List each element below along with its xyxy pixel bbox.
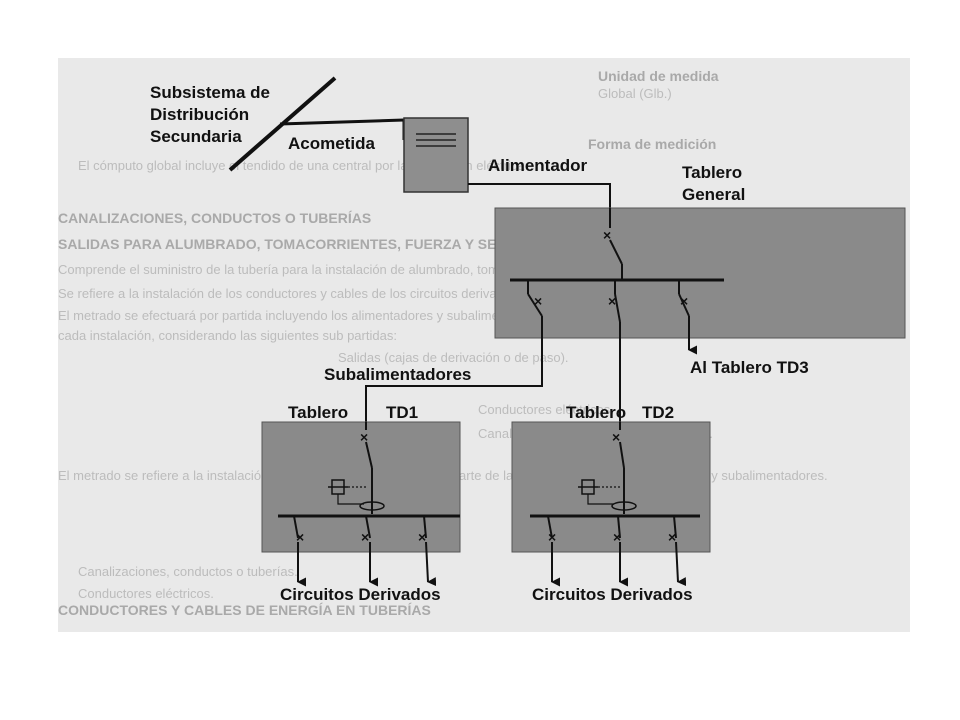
electrical-distribution-diagram: × × × × × × × [150,76,906,604]
label-alimentador: Alimentador [488,156,588,175]
label-td1-tablero: Tablero [288,403,348,422]
label-al-tablero-td3: Al Tablero TD3 [690,358,809,377]
svg-text:×: × [668,529,676,545]
background-text-line: Conductores eléctricos. [78,586,214,601]
background-text-line: SALIDAS PARA ALUMBRADO, TOMACORRIENTES, … [58,236,544,252]
svg-text:×: × [680,293,688,309]
svg-text:×: × [296,529,304,545]
label-acometida: Acometida [288,134,375,153]
background-text-line: CONDUCTORES Y CABLES DE ENERGÍA EN TUBER… [58,602,431,618]
alimentador-line [468,183,611,208]
background-text-line: El metrado se efectuará por partida incl… [58,308,568,323]
svg-text:×: × [603,227,611,243]
subalimentador-td1 [365,338,543,422]
background-text-line: Global (Glb.) [598,86,672,101]
label-subsistema-3: Secundaria [150,127,242,146]
background-text-line: Canalizaciones, conductos o tuberías. [78,564,298,579]
svg-text:×: × [613,529,621,545]
label-tablero-general-1: Tablero [682,163,742,182]
background-text-line: Forma de medición [588,136,717,152]
svg-text:×: × [360,429,368,445]
svg-text:×: × [608,293,616,309]
label-td2-tablero: Tablero [566,403,626,422]
label-subsistema-1: Subsistema de [150,83,270,102]
label-subsistema-2: Distribución [150,105,249,124]
label-subalimentadores: Subalimentadores [324,365,471,384]
tablero-general-box [494,207,906,339]
label-circuitos-2: Circuitos Derivados [532,585,693,604]
background-text-line: Unidad de medida [598,68,719,84]
background-text-line: Conductores eléctricos. [478,402,614,417]
meter-box [403,117,469,193]
svg-text:×: × [548,529,556,545]
background-text-line: cada instalación, considerando las sigui… [58,328,397,343]
svg-text:×: × [534,293,542,309]
label-td1-name: TD1 [386,403,418,422]
svg-text:×: × [361,529,369,545]
acometida-line [279,118,405,126]
svg-text:×: × [418,529,426,545]
label-td2-name: TD2 [642,403,674,422]
label-tablero-general-2: General [682,185,745,204]
label-circuitos-1: Circuitos Derivados [280,585,441,604]
background-text-line: CANALIZACIONES, CONDUCTOS O TUBERÍAS [58,210,372,226]
svg-text:×: × [612,429,620,445]
background-text-line: Salidas (cajas de derivación o de paso). [338,350,569,365]
